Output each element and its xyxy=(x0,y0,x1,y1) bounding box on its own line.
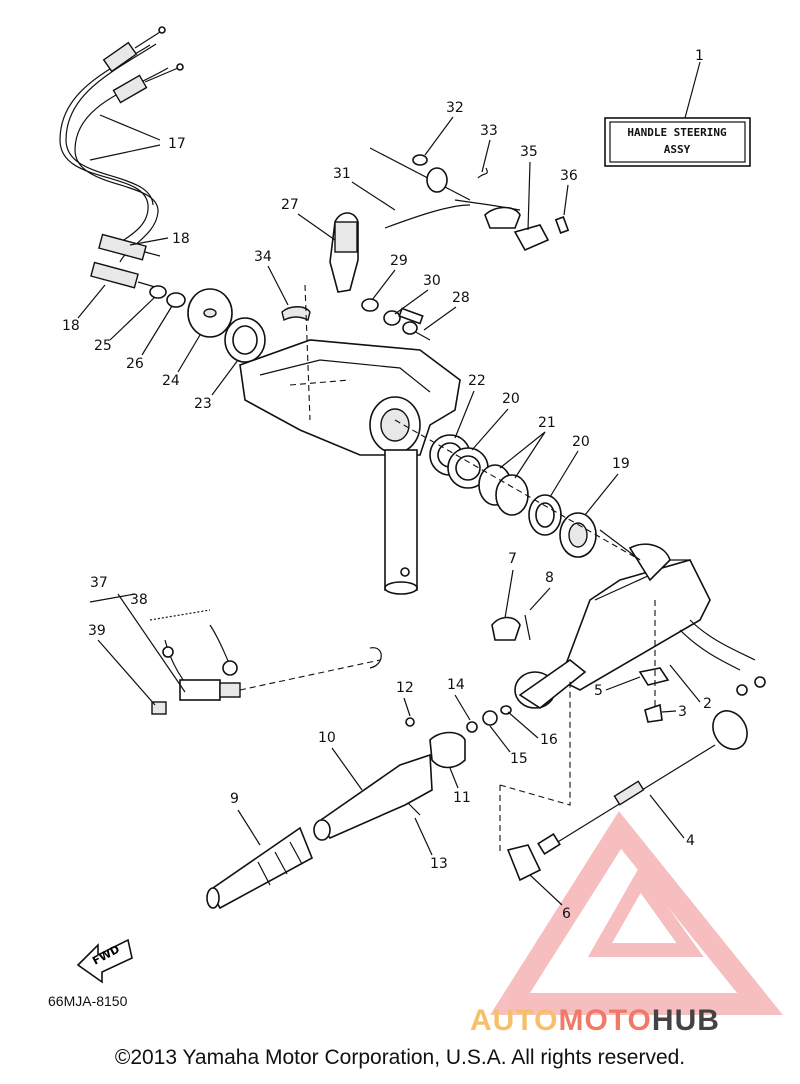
callout-7: 7 xyxy=(508,551,517,567)
bracket-34 xyxy=(281,306,311,322)
callout-31: 31 xyxy=(333,166,351,182)
callout-23: 23 xyxy=(194,396,212,412)
callout-38: 38 xyxy=(130,592,148,608)
steering-bracket xyxy=(239,284,461,595)
throttle-cables xyxy=(59,26,184,263)
friction-parts xyxy=(149,285,266,363)
cable-ends xyxy=(90,233,161,289)
fwd-arrow-icon: FWD xyxy=(76,938,133,984)
callout-2: 2 xyxy=(703,696,712,712)
callout-36: 36 xyxy=(560,168,578,184)
callout-24: 24 xyxy=(162,373,180,389)
callout-1: 1 xyxy=(695,48,704,64)
stop-switch-cord xyxy=(149,609,382,715)
grip-parts xyxy=(404,705,512,816)
callout-8: 8 xyxy=(545,570,554,586)
callout-21: 21 xyxy=(538,415,556,431)
fasteners-28-30 xyxy=(361,298,431,341)
callout-14: 14 xyxy=(447,677,465,693)
watermark-text: AUTOMOTOHUB xyxy=(470,1004,720,1038)
title-box-line2: ASSY xyxy=(664,143,691,156)
callout-19: 19 xyxy=(612,456,630,472)
lever-27 xyxy=(329,212,359,293)
title-box-line1: HANDLE STEERING xyxy=(627,126,727,139)
callouts: 1 17 18 18 25 26 24 23 34 27 31 32 33 35… xyxy=(62,48,712,922)
callout-32: 32 xyxy=(446,100,464,116)
washers-stack xyxy=(394,419,641,561)
callout-20b: 20 xyxy=(572,434,590,450)
gear-6 xyxy=(506,844,542,882)
throttle-shaft-4 xyxy=(537,710,748,855)
link-rod-assembly xyxy=(369,147,570,252)
callout-17: 17 xyxy=(168,136,186,152)
callout-18b: 18 xyxy=(62,318,80,334)
callout-28: 28 xyxy=(452,290,470,306)
callout-16: 16 xyxy=(540,732,558,748)
diagram-code: 66MJA-8150 xyxy=(48,993,128,1009)
callout-9: 9 xyxy=(230,791,239,807)
watermark-hub: HUB xyxy=(651,1004,720,1037)
callout-30: 30 xyxy=(423,273,441,289)
callout-10: 10 xyxy=(318,730,336,746)
watermark-auto: AUTO xyxy=(470,1004,559,1037)
throttle-grip xyxy=(206,753,433,910)
callout-34: 34 xyxy=(254,249,272,265)
stop-switch-7-8 xyxy=(491,614,531,641)
bracket-3-5 xyxy=(638,600,670,723)
title-box: HANDLE STEERING ASSY xyxy=(604,61,751,167)
callout-39: 39 xyxy=(88,623,106,639)
callout-6: 6 xyxy=(562,906,571,922)
callout-18a: 18 xyxy=(172,231,190,247)
callout-5: 5 xyxy=(594,683,603,699)
guide-line-6 xyxy=(499,680,571,855)
callout-26: 26 xyxy=(126,356,144,372)
copyright-notice: ©2013 Yamaha Motor Corporation, U.S.A. A… xyxy=(114,1046,686,1069)
callout-15: 15 xyxy=(510,751,528,767)
callout-13: 13 xyxy=(430,856,448,872)
watermark-moto: MOTO xyxy=(558,1004,652,1037)
callout-35: 35 xyxy=(520,144,538,160)
callout-3: 3 xyxy=(678,704,687,720)
watermark-logo-icon xyxy=(490,811,783,1015)
callout-4: 4 xyxy=(686,833,695,849)
callout-37: 37 xyxy=(90,575,108,591)
callout-12: 12 xyxy=(396,680,414,696)
callout-27: 27 xyxy=(281,197,299,213)
callout-20a: 20 xyxy=(502,391,520,407)
callout-29: 29 xyxy=(390,253,408,269)
callout-22: 22 xyxy=(468,373,486,389)
callout-33: 33 xyxy=(480,123,498,139)
steering-handle-arm xyxy=(514,529,766,709)
callout-25: 25 xyxy=(94,338,112,354)
callout-11: 11 xyxy=(453,790,471,806)
